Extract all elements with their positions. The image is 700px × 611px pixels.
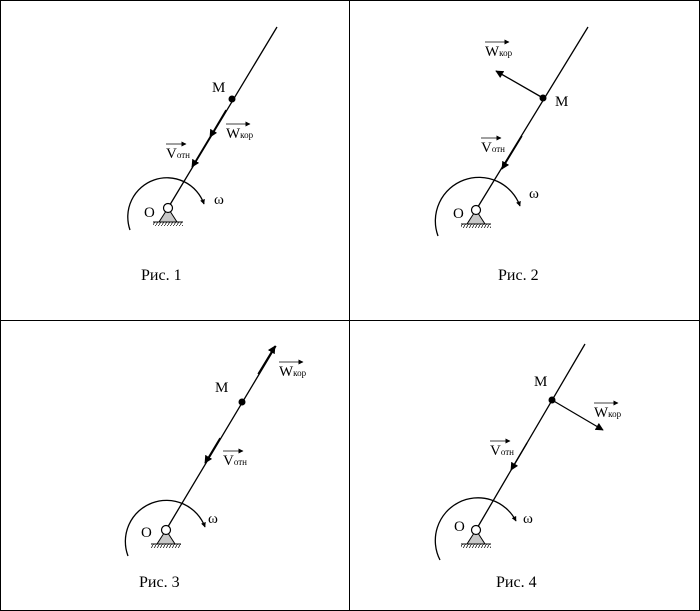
omega-arc [434,497,517,561]
w-cor-label: Wкор [226,126,254,142]
w-cor-arrow [209,109,227,138]
w-cor-label: Wкор [485,44,513,60]
panel-2: M O ω Vотн Wкор Рис. 2 [434,26,589,284]
w-cor-arrow [495,70,544,99]
origin-label: O [144,205,155,221]
pivot-o [160,524,172,536]
pivot-o [470,524,482,536]
point-m [539,94,547,102]
ground-hatch [461,224,491,228]
point-m-label: M [212,80,225,96]
w-cor-subscript: кор [499,48,512,58]
v-rel-subscript: отн [492,144,505,154]
pivot-o [470,204,482,216]
w-cor-arrow [257,345,276,375]
omega-label: ω [529,186,539,202]
rod [167,26,278,209]
w-cor-subscript: кор [240,130,253,140]
v-rel-label: Vотн [481,140,505,156]
ground-hatch [461,544,491,548]
v-rel-arrow [204,437,221,464]
v-rel-arrow [510,442,528,471]
v-rel-label: Vотн [166,146,190,162]
point-m-label: M [555,94,568,110]
figure-caption: Рис. 3 [139,574,180,591]
pivot-o [162,202,174,214]
w-cor-subscript: кор [608,409,621,419]
omega-label: ω [208,511,218,527]
v-rel-label: Vотн [223,453,247,469]
v-rel-subscript: отн [234,457,247,467]
omega-label: ω [214,192,224,208]
panel-1: M O ω Vотн Wкор Рис. 1 [127,26,278,284]
point-m [548,396,556,404]
rod [475,26,589,211]
rod [165,345,277,531]
v-rel-subscript: отн [501,447,514,457]
figure-caption: Рис. 2 [498,267,539,284]
point-m [228,95,236,103]
v-rel-arrow [191,136,211,168]
origin-label: O [141,525,152,541]
w-cor-subscript: кор [293,368,306,378]
w-cor-label: Wкор [594,405,622,421]
rod [475,343,586,531]
ground-hatch [153,222,183,226]
panel-4: M O ω Vотн Wкор Рис. 4 [434,343,622,591]
omega-arc [127,177,205,231]
figure-caption: Рис. 4 [496,574,537,591]
panel-3: M O ω Vотн Wкор Рис. 3 [124,345,307,591]
w-cor-arrow [551,399,604,431]
point-m-label: M [215,380,228,396]
omega-label: ω [523,511,533,527]
omega-arc [434,176,521,237]
point-m [238,398,246,406]
w-cor-label: Wкор [279,364,307,380]
figure-caption: Рис. 1 [141,267,182,284]
v-rel-label: Vотн [490,443,514,459]
v-rel-arrow [501,135,523,170]
ground-hatch [151,544,181,548]
v-rel-subscript: отн [177,150,190,160]
point-m-label: M [534,374,547,390]
origin-label: O [453,206,464,222]
origin-label: O [454,519,465,535]
omega-arc [124,499,206,557]
